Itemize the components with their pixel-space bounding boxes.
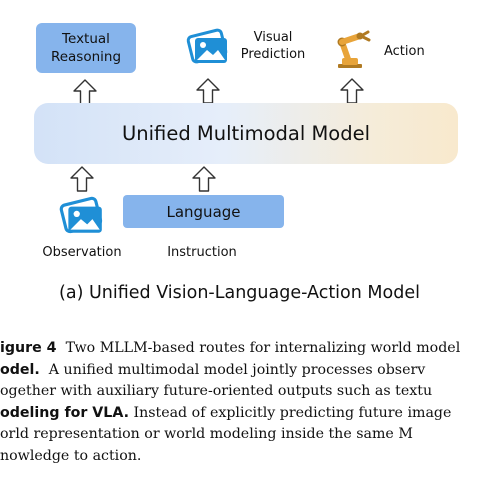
action-label: Action [384,44,425,59]
observation-label: Observation [42,245,122,260]
model-label: Unified Multimodal Model [122,122,370,145]
caption-text: Two MLLM-based routes for internalizing … [56,340,461,356]
caption-line: odeling for VLA. Instead of explicitly p… [0,403,479,425]
instruction-label: Instruction [167,245,237,260]
visual-prediction-label: Visual Prediction [240,30,306,62]
up-arrow-icon [70,166,94,192]
language-label: Language [166,202,241,221]
subcaption: (a) Unified Vision-Language-Action Model [59,283,420,303]
caption-text: Instead of explicitly predicting future … [128,404,452,421]
caption-line: ogether with auxiliary future-oriented o… [0,383,433,399]
caption-line: orld representation or world modeling in… [0,426,413,442]
image-icon [186,28,228,64]
image-icon [59,196,103,234]
up-arrow-icon [73,79,97,105]
unified-multimodal-model-box: Unified Multimodal Model [34,103,458,164]
caption-line: nowledge to action. [0,447,142,464]
up-arrow-icon [196,78,220,104]
textual-reasoning-box: Textual Reasoning [36,23,136,73]
figure-caption: igure 4 Two MLLM-based routes for intern… [0,338,479,467]
up-arrow-icon [192,166,216,192]
caption-bold: odeling for VLA. [0,404,129,421]
caption-bold: odel. [0,361,40,378]
up-arrow-icon [340,78,364,104]
caption-line: igure 4 Two MLLM-based routes for intern… [0,338,479,360]
caption-bold: igure 4 [0,340,57,356]
caption-text: A unified multimodal model jointly proce… [39,361,426,378]
language-box: Language [123,195,284,228]
textual-reasoning-label: Textual Reasoning [50,31,122,65]
caption-line: odel. A unified multimodal model jointly… [0,360,479,382]
robot-arm-icon [337,30,371,68]
